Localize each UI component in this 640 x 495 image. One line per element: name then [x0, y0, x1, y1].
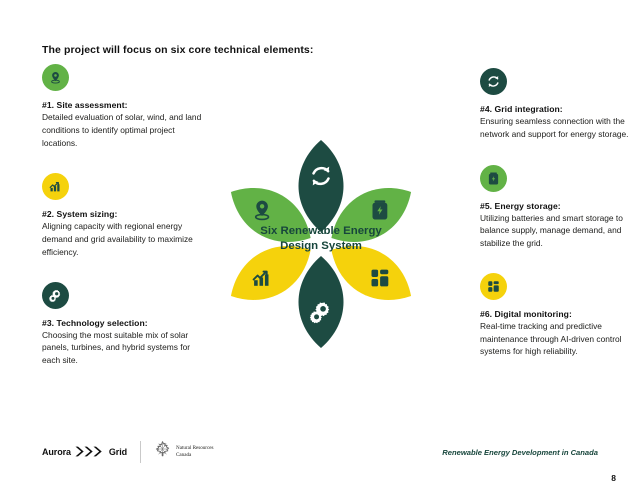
refresh-icon [480, 68, 507, 95]
chevrons-icon [75, 446, 105, 457]
maple-leaf-icon [154, 440, 171, 463]
petal-upper-left[interactable] [219, 172, 322, 258]
petal-bottom[interactable] [298, 256, 344, 348]
aurora-grid-logo: Aurora Grid [42, 446, 127, 457]
footer-caption: Renewable Energy Development in Canada [442, 448, 598, 457]
map-pin-icon [254, 200, 270, 221]
feature-card-title: #5. Energy storage: [480, 200, 561, 211]
feature-card-body: Aligning capacity with regional energy d… [42, 221, 193, 257]
grid-blocks-icon [480, 272, 507, 300]
gears-icon [42, 281, 69, 309]
feature-card-title: #4. Grid integration: [480, 104, 563, 114]
nrcan-wordmark: Natural Resources Canada [176, 445, 213, 458]
petal-upper-right[interactable] [320, 172, 423, 258]
footer-divider [140, 440, 142, 463]
aurora-wordmark-right: Grid [108, 446, 128, 457]
right-column: #4. Grid integration: Ensuring seamless … [480, 68, 640, 358]
feature-card-title: #1. Site assessment: [42, 100, 128, 110]
nrcan-line2: Canada [176, 451, 192, 458]
feature-card-5: #5. Energy storage: Utilizing batteries … [480, 164, 640, 250]
map-pin-icon [42, 64, 69, 91]
feature-card-2: #2. System sizing: Aligning capacity wit… [42, 173, 202, 258]
feature-card-title: #3. Technology selection: [42, 317, 148, 328]
feature-card-body: Utilizing batteries and smart storage to… [480, 212, 623, 249]
feature-card-body: Choosing the most suitable mix of solar … [42, 329, 191, 366]
bar-chart-icon [252, 270, 269, 286]
feature-card-4: #4. Grid integration: Ensuring seamless … [480, 68, 640, 141]
petal-lower-right[interactable] [320, 230, 423, 316]
feature-card-6: #6. Digital monitoring: Real-time tracki… [480, 272, 640, 358]
petal-lower-left[interactable] [219, 230, 322, 316]
feature-card-body: Real-time tracking and predictive mainte… [480, 320, 622, 357]
battery-icon [372, 200, 388, 220]
feature-card-title: #2. System sizing: [42, 209, 118, 220]
feature-card-body: Detailed evaluation of solar, wind, and … [42, 112, 202, 148]
battery-icon [480, 164, 507, 192]
feature-card-title: #6. Digital monitoring: [480, 308, 572, 319]
gears-icon [309, 302, 330, 324]
left-column: #1. Site assessment: Detailed evaluation… [42, 64, 202, 367]
petal-top[interactable] [298, 140, 344, 232]
six-petal-diagram: Six Renewable Energy Design System [196, 106, 446, 382]
natural-resources-canada-logo: Natural Resources Canada [154, 440, 214, 463]
bar-chart-icon [42, 173, 69, 201]
grid-blocks-icon [371, 269, 389, 287]
nrcan-line1: Natural Resources [176, 444, 214, 451]
feature-card-body: Ensuring seamless connection with the ne… [480, 116, 629, 139]
footer-logos: Aurora Grid Natural Resources Canad [42, 440, 214, 463]
feature-card-1: #1. Site assessment: Detailed evaluation… [42, 64, 202, 149]
refresh-icon [312, 166, 330, 186]
page-title: The project will focus on six core techn… [42, 44, 314, 56]
aurora-wordmark-left: Aurora [42, 446, 71, 457]
feature-card-3: #3. Technology selection: Choosing the m… [42, 281, 202, 367]
page-number: 8 [611, 473, 616, 483]
